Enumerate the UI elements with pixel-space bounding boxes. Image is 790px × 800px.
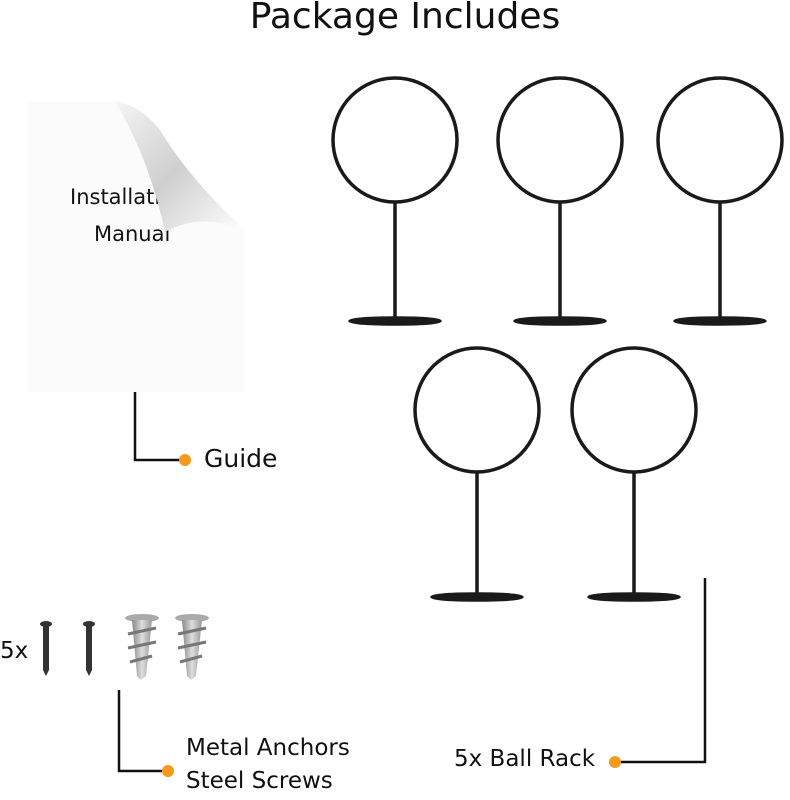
anchors-label: Metal Anchors [186, 735, 350, 761]
anchor-2 [175, 614, 209, 680]
rack-5 [570, 346, 698, 602]
page-title: Package Includes [249, 0, 561, 37]
rack-leader-line [615, 578, 707, 764]
anchor-1 [125, 614, 159, 680]
hardware-leader-line [117, 690, 168, 773]
rack-3 [656, 76, 784, 326]
ball-rack-label: 5x Ball Rack [454, 746, 596, 772]
ball-racks [331, 76, 784, 602]
hardware-dot [162, 765, 174, 777]
guide-dot [179, 454, 191, 466]
screw-2 [83, 621, 95, 676]
hardware-quantity: 5x [0, 638, 29, 664]
guide-label: Guide [204, 444, 278, 473]
rack-2 [496, 76, 624, 326]
guide-leader-line [133, 392, 185, 462]
rack-dot [609, 756, 621, 768]
screw-1 [40, 621, 52, 676]
rack-1 [331, 76, 459, 326]
manual-title-line2: Manual [94, 222, 171, 246]
screws-label: Steel Screws [186, 768, 333, 794]
rack-4 [413, 346, 541, 602]
